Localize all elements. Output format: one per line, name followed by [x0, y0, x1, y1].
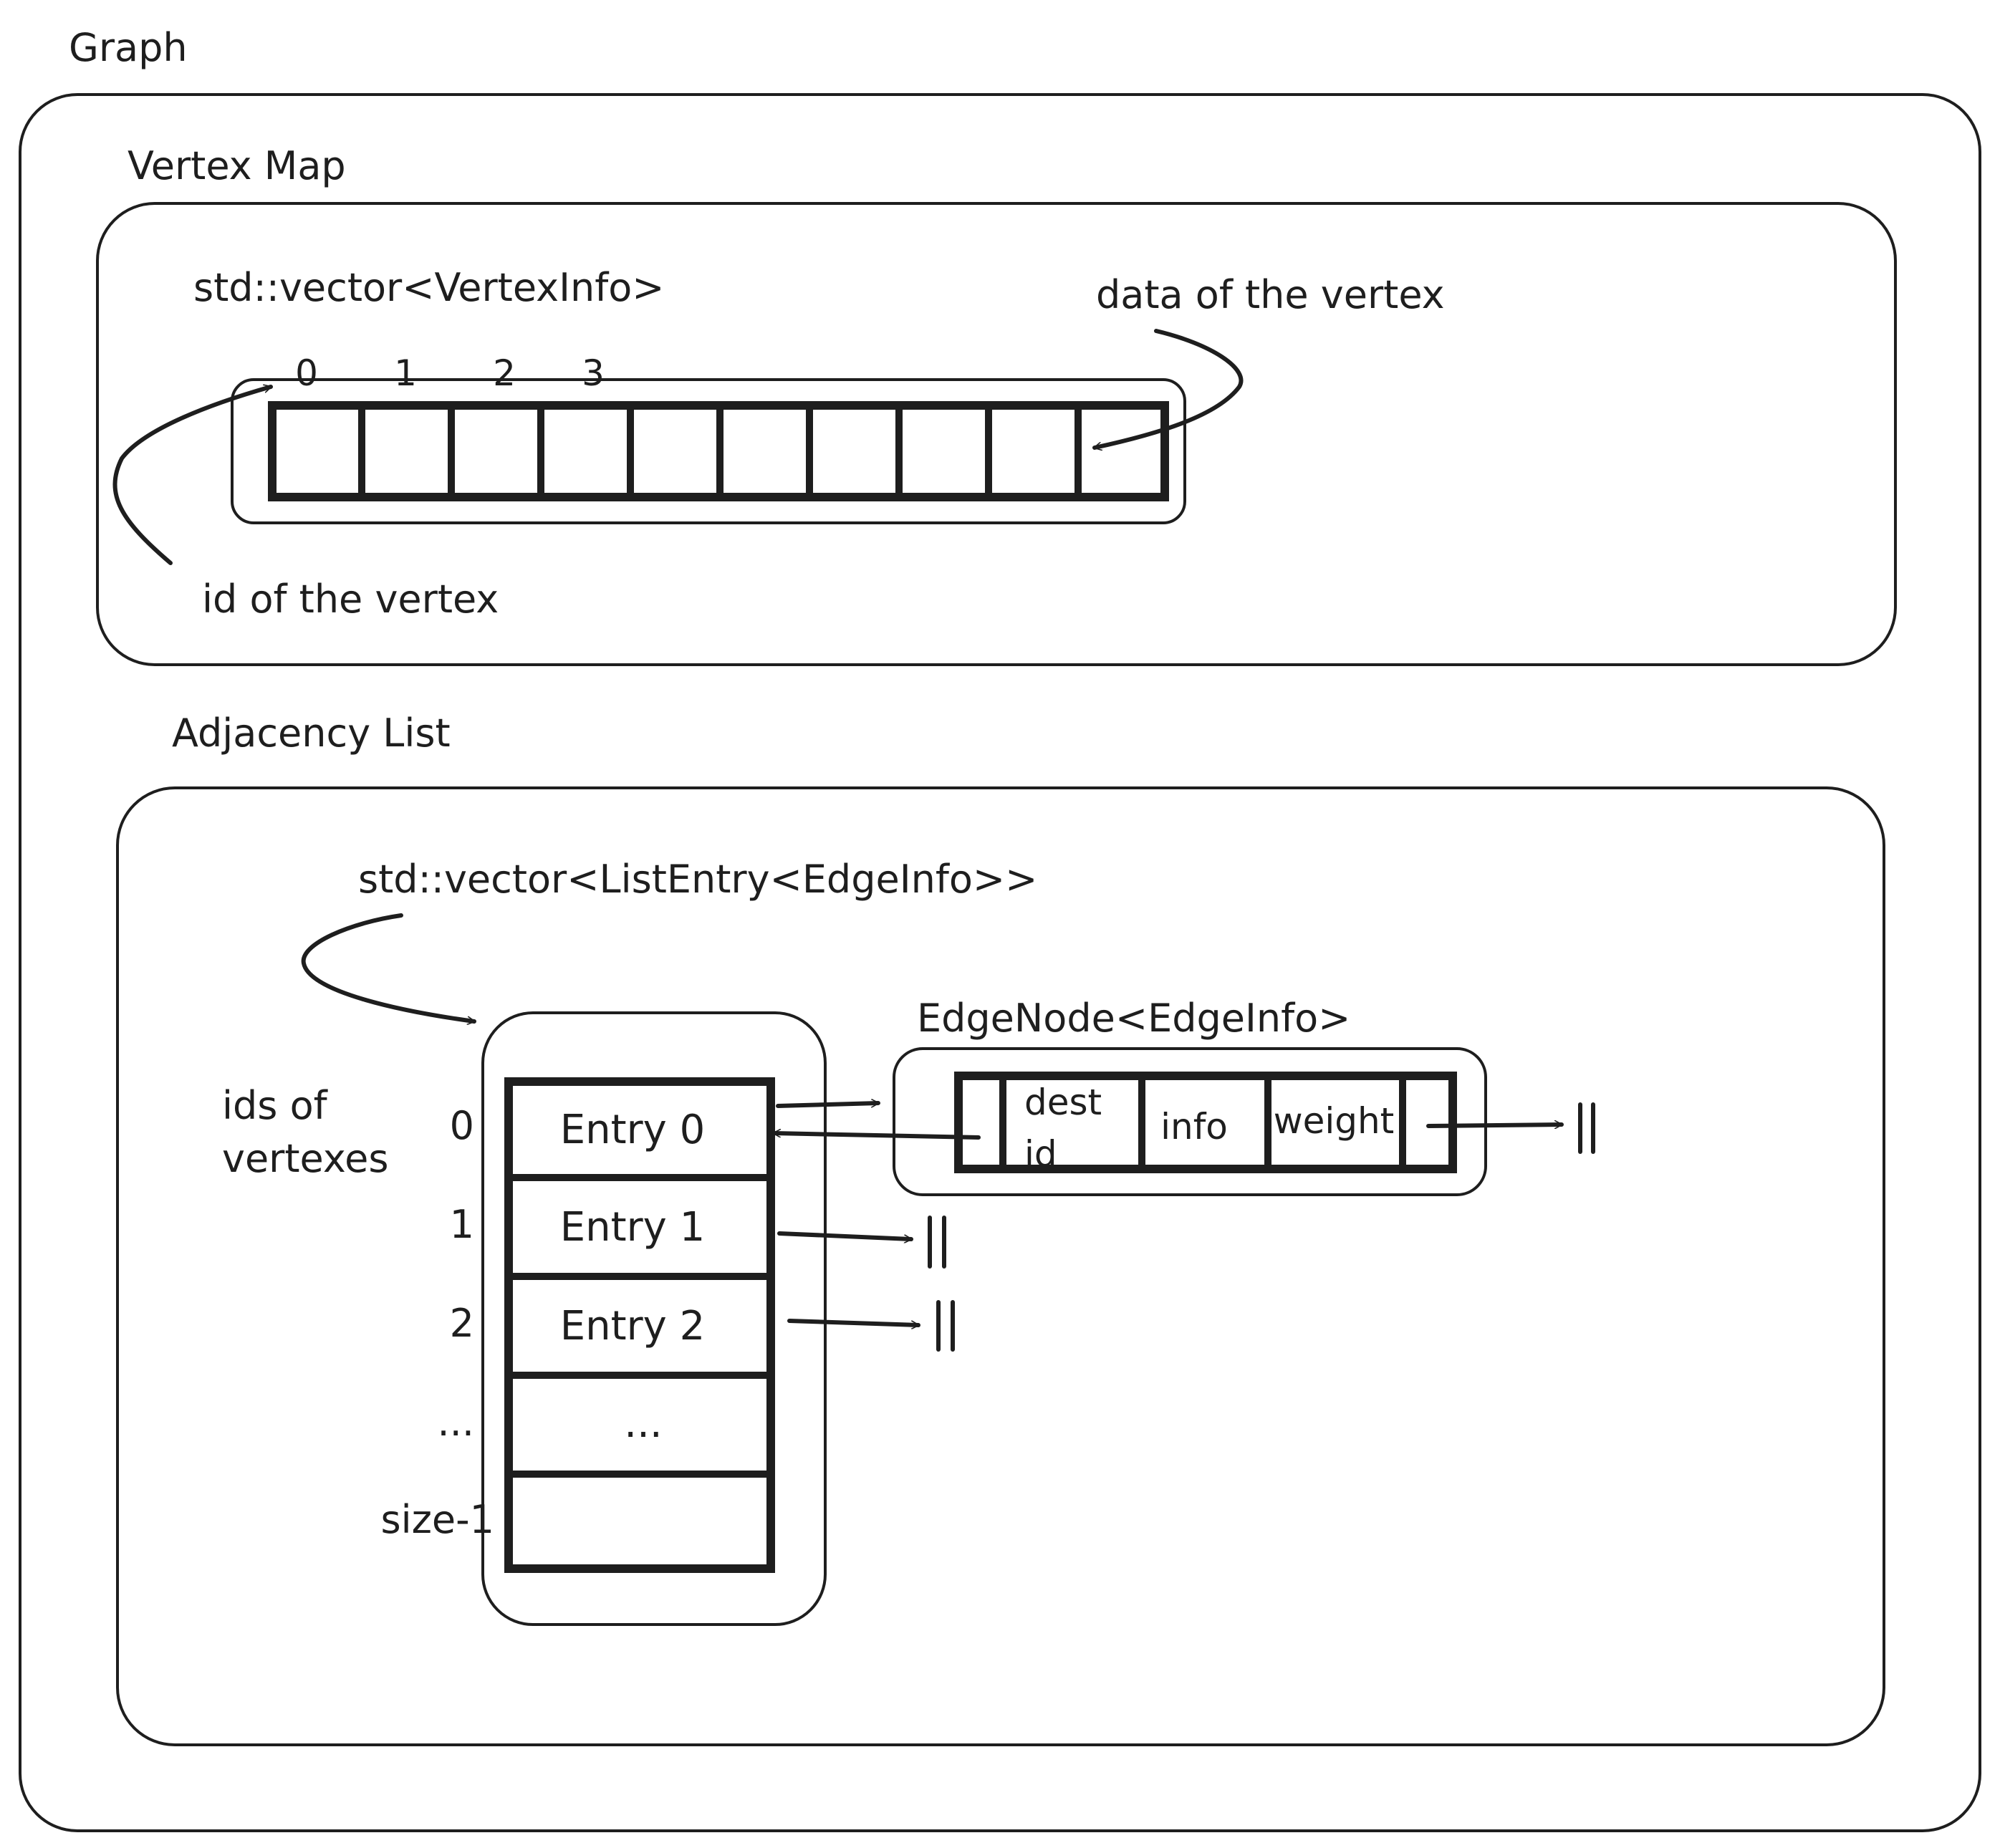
edge-next-arrow: [1426, 1125, 1564, 1126]
adjacency-list-frame: [116, 786, 1885, 1746]
edge-to-entry0-arrow: [771, 1133, 981, 1140]
vertex-vector-container: [231, 378, 1186, 524]
entry-0: Entry 0: [560, 1107, 705, 1153]
edge-info-field: info: [1160, 1106, 1228, 1147]
adjacency-list-title: Adjacency List: [172, 711, 451, 756]
row-id-ellipsis: ...: [438, 1400, 475, 1445]
ids-annotation-line1: ids of: [222, 1083, 329, 1128]
row-id-0: 0: [450, 1103, 474, 1148]
entries-vector-container: [481, 1011, 827, 1626]
vertex-vector-array: [268, 401, 1169, 501]
vertex-index-1: 1: [394, 352, 417, 394]
vertex-vector-label: std::vector<VertexInfo>: [193, 265, 665, 310]
edge-node-container: [893, 1047, 1487, 1196]
entries-array: [504, 1077, 775, 1573]
edge-weight-field: weight: [1274, 1100, 1395, 1142]
row-id-2: 2: [450, 1301, 474, 1346]
row-id-1: 1: [450, 1202, 474, 1247]
entry1-next-arrow: [777, 1231, 913, 1239]
vertex-map-frame: [96, 202, 1897, 666]
entry-ellipsis: ...: [624, 1400, 662, 1447]
edge-node-array: [954, 1072, 1457, 1173]
graph-title: Graph: [69, 25, 188, 70]
id-of-vertex-annotation: id of the vertex: [202, 577, 499, 622]
edge-node-outline: [954, 1072, 1457, 1173]
adjacency-vector-arrow: [301, 913, 476, 1021]
edge-dest-line1: dest: [1024, 1082, 1102, 1123]
row-id-last: size-1: [380, 1497, 494, 1542]
vertex-index-0: 0: [295, 352, 318, 394]
entry-1: Entry 1: [560, 1204, 705, 1251]
id-of-vertex-arrow: [112, 387, 273, 565]
data-of-vertex-annotation: data of the vertex: [1096, 272, 1445, 317]
ids-annotation-line2: vertexes: [222, 1136, 388, 1181]
edge-node-label: EdgeNode<EdgeInfo>: [917, 996, 1350, 1041]
entry-2: Entry 2: [560, 1303, 705, 1349]
vertex-map-title: Vertex Map: [128, 143, 346, 188]
entries-array-outline: [504, 1077, 775, 1573]
vertex-index-3: 3: [582, 352, 605, 394]
graph-frame: [19, 93, 1981, 1832]
entry0-to-edge-arrow: [776, 1103, 880, 1108]
vertex-index-2: 2: [493, 352, 516, 394]
adjacency-vector-label: std::vector<ListEntry<EdgeInfo>>: [358, 857, 1037, 902]
entry2-next-arrow: [787, 1319, 920, 1325]
edge-dest-line2: id: [1024, 1133, 1057, 1175]
data-of-vertex-arrow: [1092, 329, 1244, 448]
